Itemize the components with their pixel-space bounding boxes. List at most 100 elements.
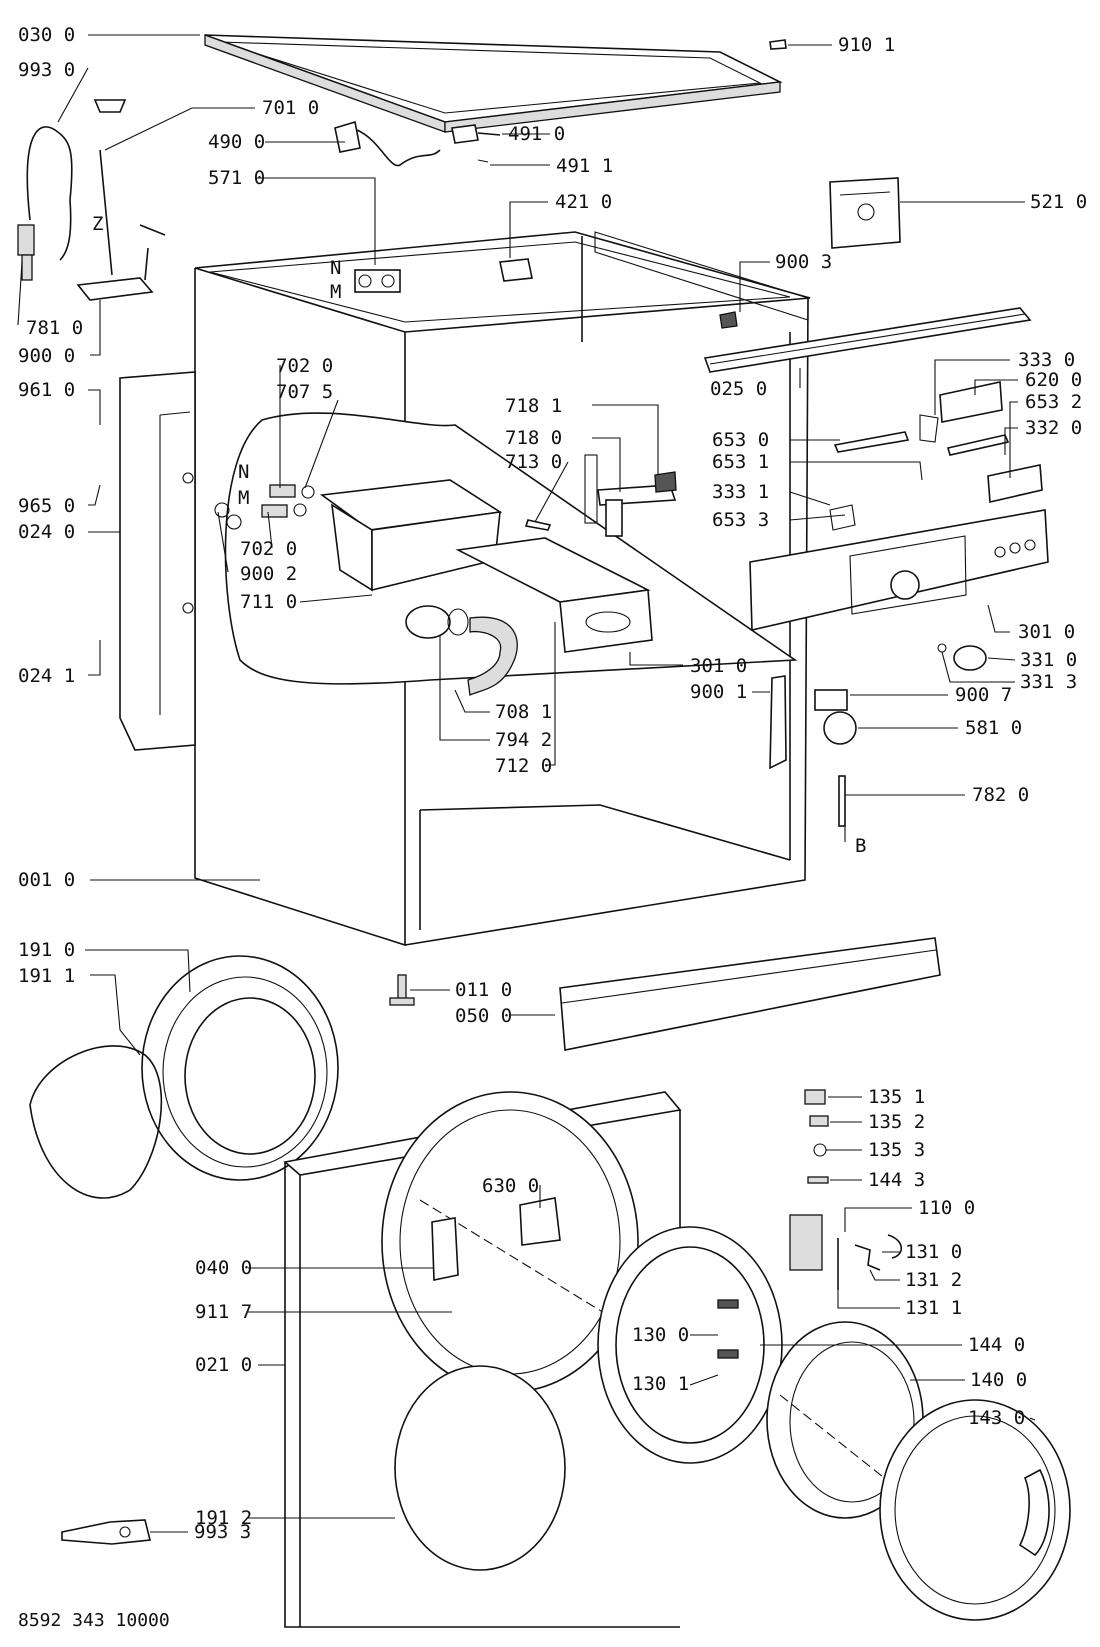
callout-653-3: 653 3 [712,509,769,531]
callout-653-0: 653 0 [712,429,769,451]
callout-050-0: 050 0 [455,1005,512,1027]
marker-z: Z [92,213,103,235]
callout-333-1: 333 1 [712,481,769,503]
pressure-switch [814,689,857,745]
electronic-module [829,177,901,249]
callout-143-0: 143 0 [968,1407,1025,1429]
callout-333-0: 333 0 [1018,349,1075,371]
callout-713-0: 713 0 [505,451,562,473]
callout-024-1: 024 1 [18,665,75,687]
marker-m-valve: M [330,281,341,303]
callout-331-0: 331 0 [1020,649,1077,671]
callout-781-0: 781 0 [26,317,83,339]
marker-m-fitting: M [238,487,249,509]
door-seal [29,955,339,1199]
callout-702-0-a: 702 0 [276,355,333,377]
service-tool [61,1519,151,1545]
callout-331-3: 331 3 [1020,671,1077,693]
callout-130-1: 130 1 [632,1373,689,1395]
letter-markers: N M N M Z B [92,213,866,857]
callout-993-3: 993 3 [194,1521,251,1543]
callout-620-0: 620 0 [1025,369,1082,391]
marker-n-fitting: N [238,461,249,483]
plinth [559,937,941,1051]
callout-421-0: 421 0 [555,191,612,213]
screw-910 [769,39,787,50]
part-713 [524,519,552,531]
dispenser-housing [319,479,503,639]
callout-030-0: 030 0 [18,24,75,46]
callout-965-0: 965 0 [18,495,75,517]
callout-491-0: 491 0 [508,123,565,145]
callout-900-3: 900 3 [775,251,832,273]
callout-021-0: 021 0 [195,1354,252,1376]
door-hinge [431,1197,561,1281]
callout-701-0: 701 0 [262,97,319,119]
callout-900-2: 900 2 [240,563,297,585]
callout-191-2: 191 2 [195,1507,252,1529]
callout-191-1: 191 1 [18,965,75,987]
callout-521-0: 521 0 [1030,191,1087,213]
callout-718-0: 718 0 [505,427,562,449]
callout-718-1: 718 1 [505,395,562,417]
clip-900-3 [719,311,738,329]
callout-131-0: 131 0 [905,1241,962,1263]
inlet-hose [17,126,73,281]
callout-301-0-b: 301 0 [1018,621,1075,643]
latch-900-1 [769,675,787,770]
callout-001-0: 001 0 [18,869,75,891]
callout-135-3: 135 3 [868,1139,925,1161]
callout-130-0: 130 0 [632,1324,689,1346]
callout-191-0: 191 0 [18,939,75,961]
small-screws [804,1089,829,1184]
foot-screw [389,974,415,1006]
callout-491-1: 491 1 [556,155,613,177]
rod-782 [838,775,846,827]
terminal-block [499,258,533,282]
callout-653-2: 653 2 [1025,391,1082,413]
callout-110-0: 110 0 [918,1197,975,1219]
callout-140-0: 140 0 [970,1369,1027,1391]
callout-711-0: 711 0 [240,591,297,613]
marker-n-valve: N [330,257,341,279]
callout-135-1: 135 1 [868,1086,925,1108]
callout-900-0: 900 0 [18,345,75,367]
callout-131-1: 131 1 [905,1297,962,1319]
callout-993-0: 993 0 [18,59,75,81]
callout-024-0: 024 0 [18,521,75,543]
callout-630-0: 630 0 [482,1175,539,1197]
callout-332-0: 332 0 [1025,417,1082,439]
callout-040-0: 040 0 [195,1257,252,1279]
door-outer-ring [879,1399,1071,1621]
part-718 [584,454,677,537]
selector-knob [937,643,987,671]
inlet-valve [354,269,401,293]
callout-490-0: 490 0 [208,131,265,153]
callout-900-7: 900 7 [955,684,1012,706]
callout-708-1: 708 1 [495,701,552,723]
callout-961-0: 961 0 [18,379,75,401]
hose-clip [76,99,166,301]
detergent-drawer [455,537,653,653]
callout-782-0: 782 0 [972,784,1029,806]
cabinet [194,231,811,947]
callout-581-0: 581 0 [965,717,1022,739]
marker-b: B [855,835,866,857]
callout-135-2: 135 2 [868,1111,925,1133]
callout-900-1: 900 1 [690,681,747,703]
door-frame [597,1226,783,1464]
leader-lines [17,34,1036,1533]
callout-910-1: 910 1 [838,34,895,56]
callout-702-0-b: 702 0 [240,538,297,560]
door-handle [789,1214,903,1290]
callout-301-0-a: 301 0 [690,655,747,677]
front-panel [283,1091,682,1628]
callout-712-0: 712 0 [495,755,552,777]
door-glass [766,1321,1001,1571]
panel-bracket [703,307,1032,373]
drawing-number: 8592 343 10000 [18,1610,170,1631]
interference-filter [451,124,501,163]
control-panel-front [749,509,1049,631]
callout-794-2: 794 2 [495,729,552,751]
top-lid [204,34,783,133]
